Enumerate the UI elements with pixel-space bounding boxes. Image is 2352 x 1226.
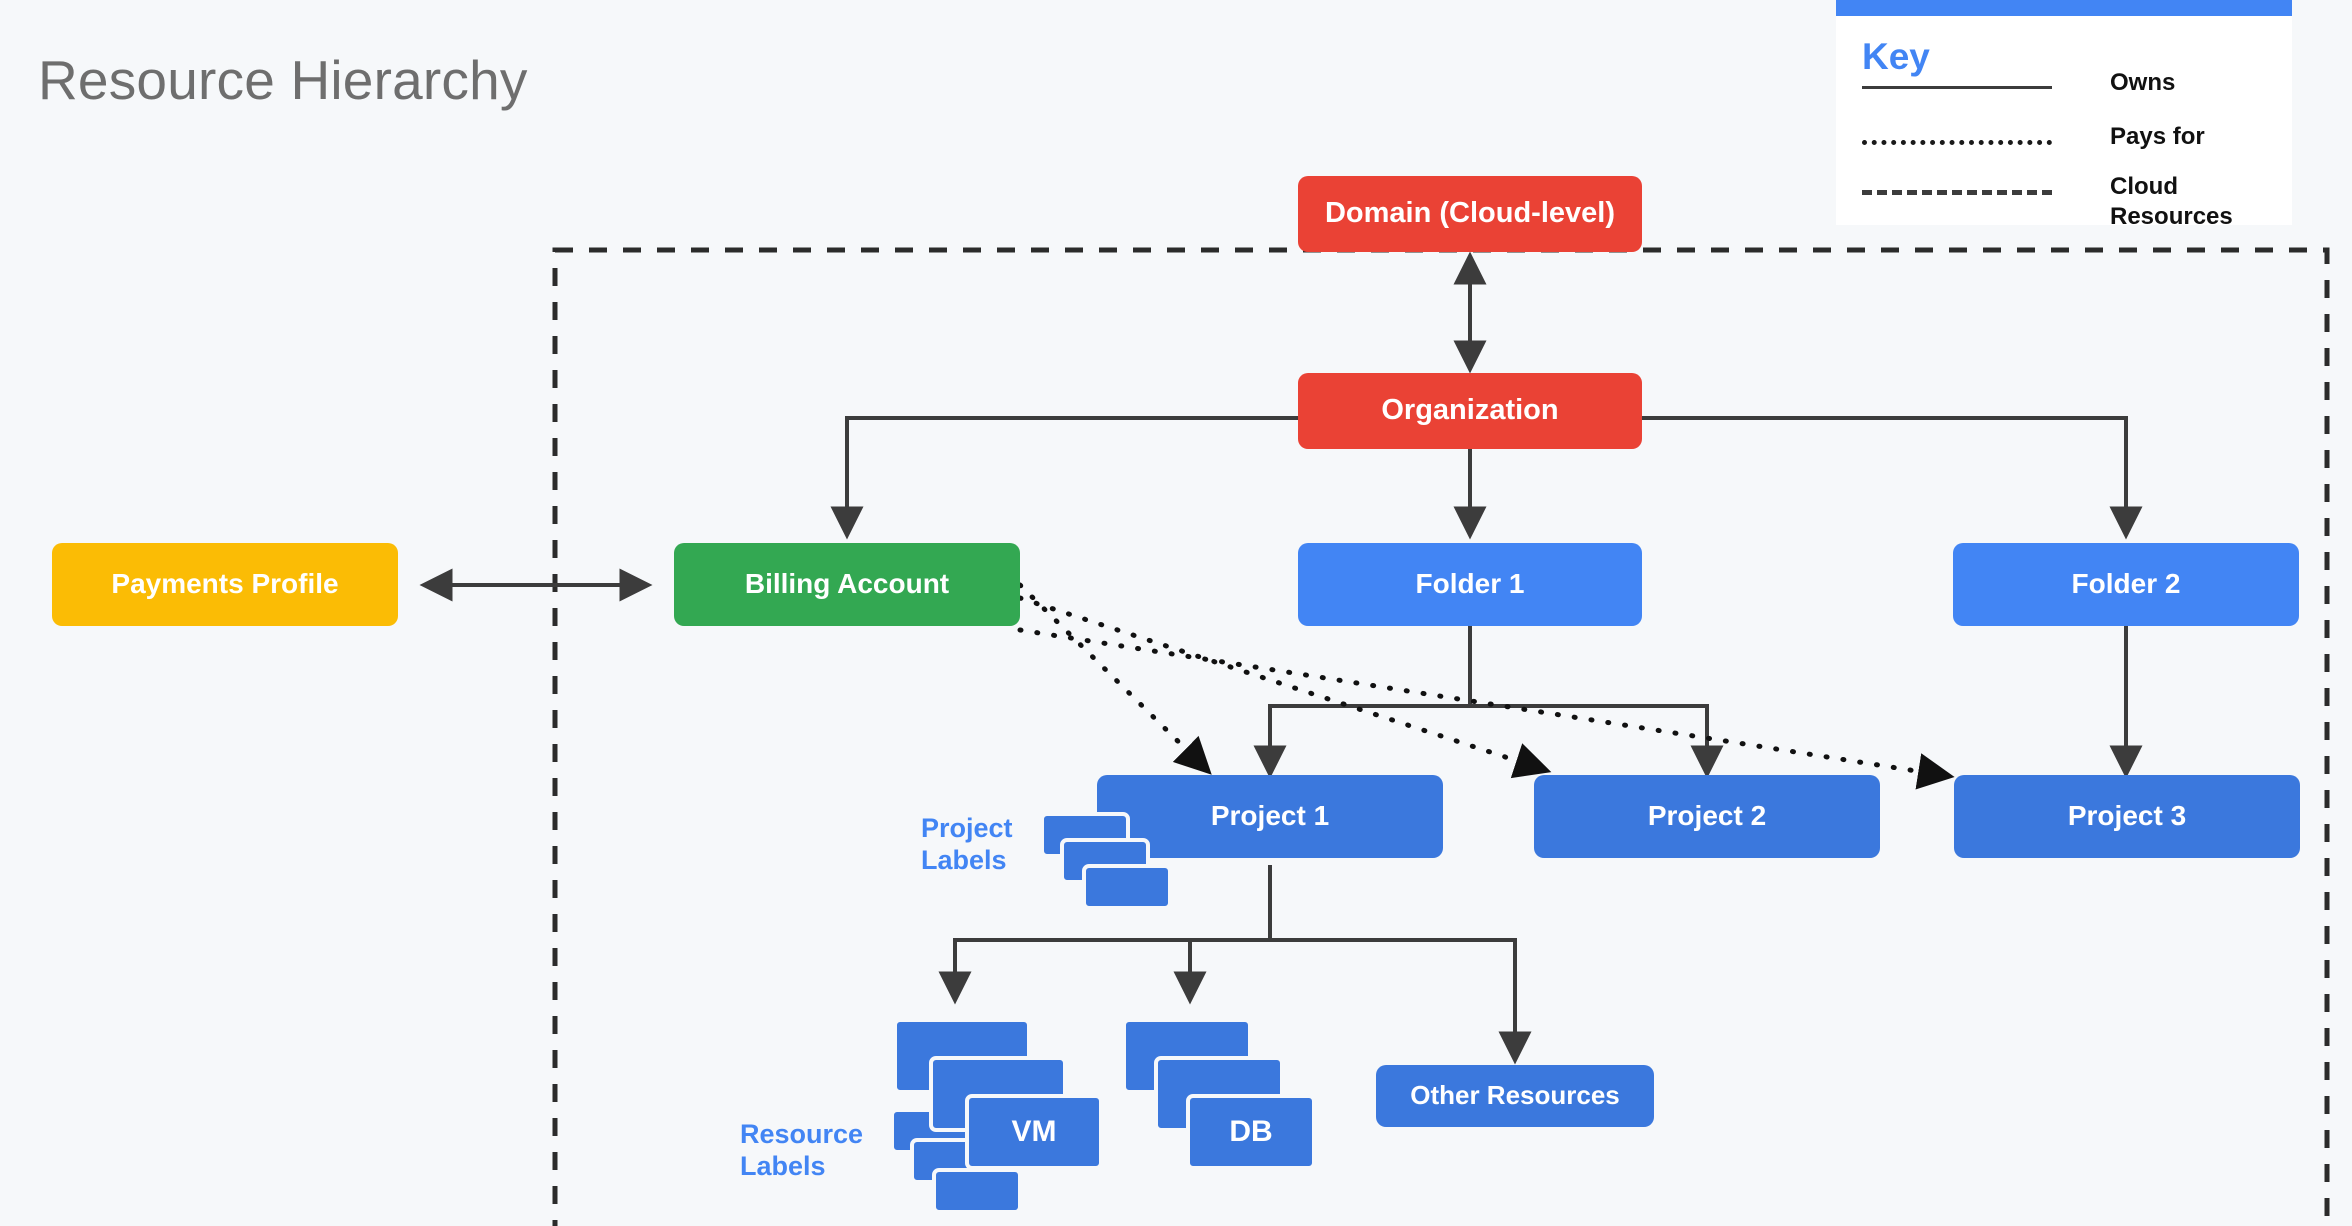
edge-billing-project1 — [1017, 582, 1212, 775]
node-other-resources[interactable]: Other Resources — [1376, 1065, 1654, 1127]
node-project-3-label: Project 3 — [2067, 800, 2187, 832]
resource-labels-line-2: Labels — [740, 1151, 826, 1182]
project-labels-annotation: Project Labels — [921, 812, 1013, 877]
node-project-2-label: Project 2 — [1647, 800, 1767, 832]
resource-labels-line-1: Resource — [740, 1119, 864, 1149]
node-other-resources-label: Other Resources — [1410, 1080, 1620, 1111]
node-billing-account-label: Billing Account — [744, 568, 950, 600]
key-row-cloud-resources: Cloud Resources — [1862, 172, 2282, 242]
node-project-1[interactable]: Project 1 — [1097, 775, 1443, 858]
node-payments-profile-label: Payments Profile — [111, 568, 339, 600]
edge-folder1-project2 — [1468, 626, 1724, 779]
page-title: Resource Hierarchy — [38, 49, 528, 111]
vm-resource-stack[interactable] — [893, 1018, 1133, 1178]
node-db[interactable]: DB — [1186, 1094, 1316, 1170]
node-project-2[interactable]: Project 2 — [1534, 775, 1880, 858]
key-row-pays-for: Pays for — [1862, 122, 2282, 162]
cloud-resources-line-icon — [1862, 190, 2052, 195]
key-label-owns: Owns — [2110, 69, 2176, 96]
node-project-3[interactable]: Project 3 — [1954, 775, 2300, 858]
project-labels-icon — [1040, 812, 1180, 910]
node-payments-profile[interactable]: Payments Profile — [52, 543, 398, 626]
key-label-pays-for: Pays for — [2110, 123, 2205, 150]
node-vm-label: VM — [1011, 1114, 1057, 1148]
key-legend: Key Owns Pays for Cloud Resources — [1836, 0, 2292, 230]
node-vm[interactable]: VM — [965, 1094, 1103, 1170]
project-labels-line-1: Project — [921, 813, 1013, 843]
pays-for-line-icon — [1862, 140, 2052, 145]
key-title: Key — [1862, 36, 1930, 77]
node-db-label: DB — [1229, 1114, 1273, 1148]
owns-line-icon — [1862, 86, 2052, 89]
node-folder-2[interactable]: Folder 2 — [1953, 543, 2299, 626]
edge-billing-project3 — [1017, 627, 1955, 790]
db-resource-stack[interactable] — [1122, 1018, 1342, 1178]
node-project-1-label: Project 1 — [1210, 800, 1330, 832]
edge-folder1-project1 — [1253, 626, 1472, 779]
resource-labels-annotation: Resource Labels — [740, 1118, 863, 1183]
node-domain[interactable]: Domain (Cloud-level) — [1298, 176, 1642, 252]
node-organization[interactable]: Organization — [1298, 373, 1642, 449]
node-organization-label: Organization — [1381, 394, 1559, 427]
key-label-cloud-resources: Cloud Resources — [2110, 173, 2233, 230]
node-domain-label: Domain (Cloud-level) — [1324, 197, 1615, 230]
node-folder-1-label: Folder 1 — [1415, 568, 1525, 600]
node-billing-account[interactable]: Billing Account — [674, 543, 1020, 626]
node-folder-1[interactable]: Folder 1 — [1298, 543, 1642, 626]
edge-project1-db — [1173, 865, 1272, 1005]
key-row-owns: Owns — [1862, 68, 2282, 108]
key-accent-bar — [1836, 0, 2292, 16]
node-folder-2-label: Folder 2 — [2071, 568, 2181, 600]
project-labels-line-2: Labels — [921, 845, 1007, 876]
